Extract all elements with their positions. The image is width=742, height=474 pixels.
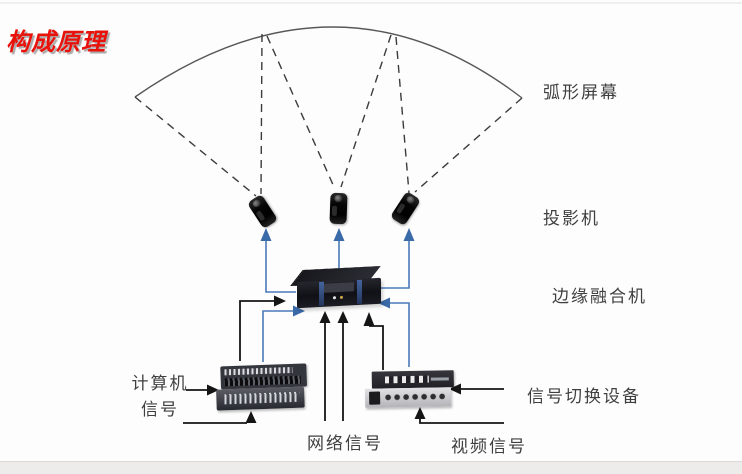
footer-strip — [0, 461, 742, 474]
projection-cone-lines — [134, 33, 523, 197]
computer-signal-matrix-device — [215, 361, 311, 412]
blender-drive-bay — [324, 282, 354, 293]
blender-stripe-right — [357, 279, 362, 305]
matrix-port-row-2 — [224, 391, 300, 405]
label-computer-signal: 计算机 信号 — [126, 371, 194, 423]
matrix-port-row — [224, 375, 301, 387]
switcher-upper-unit — [371, 370, 454, 389]
label-edge-blender: 边缘融合机 — [552, 287, 647, 307]
blue-arrowheads — [260, 228, 415, 317]
black-arrowheads — [207, 295, 461, 423]
blender-led — [333, 296, 336, 300]
label-network-signal: 网络信号 — [307, 434, 383, 454]
label-computer-signal-line2: 信号 — [141, 400, 179, 420]
top-divider — [0, 2, 742, 4]
page-title: 构成原理 — [6, 28, 106, 56]
edge-blender-front-face — [297, 277, 381, 309]
matrix-connector-row — [224, 366, 293, 376]
blender-led — [340, 295, 343, 299]
label-video-signal: 视频信号 — [451, 437, 527, 457]
screen-arc — [134, 26, 523, 99]
switcher-lower-unit — [364, 387, 452, 408]
switcher-bnc-connectors — [384, 391, 446, 404]
edge-blender-device — [283, 266, 383, 310]
label-computer-signal-line1: 计算机 — [131, 374, 189, 394]
label-signal-switcher: 信号切换设备 — [527, 387, 641, 407]
video-signal-switcher-device — [364, 370, 456, 410]
label-screen: 弧形屏幕 — [543, 83, 619, 103]
switcher-power-module — [369, 391, 381, 405]
switcher-buttons — [384, 375, 429, 384]
matrix-lower-unit — [216, 386, 305, 411]
label-projector: 投影机 — [543, 209, 600, 229]
switcher-label-plate — [430, 377, 449, 381]
matrix-upper-unit — [220, 363, 308, 390]
projector-middle-device — [329, 192, 348, 225]
signal-input-lines — [183, 300, 504, 424]
